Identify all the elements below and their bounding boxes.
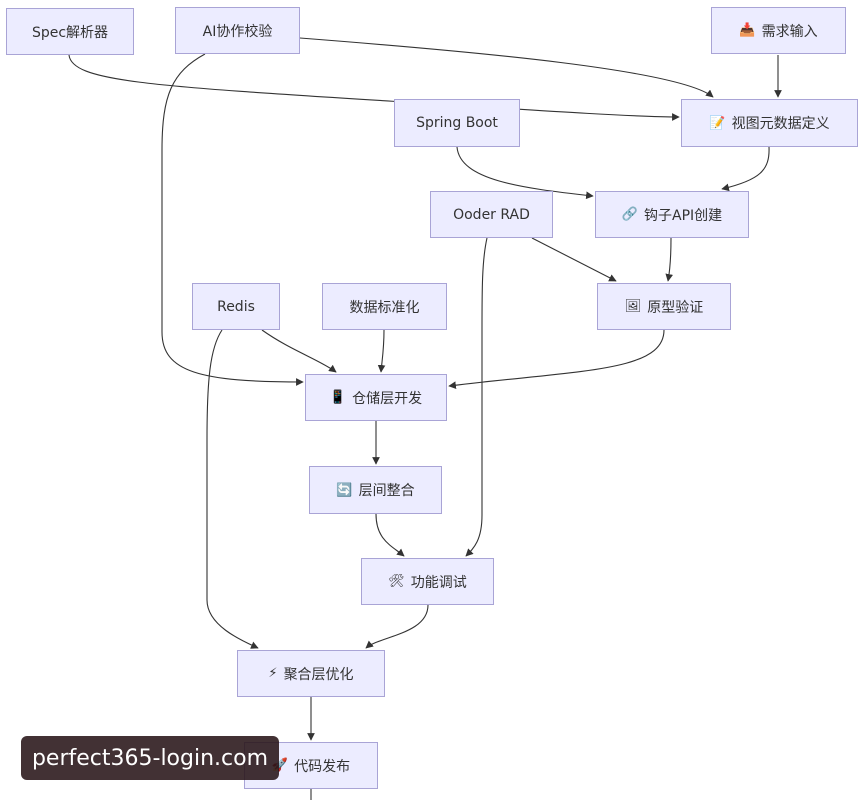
lightning-icon: ⚡ (268, 666, 278, 681)
edge-view-metadata-to-hook-api (721, 146, 770, 192)
edge-ooder-rad-to-prototype-verify (531, 237, 617, 282)
edge-ai-collab-to-repo-layer (161, 53, 304, 386)
edge-spring-boot-to-hook-api (456, 146, 594, 200)
node-label: 层间整合 (358, 483, 415, 499)
node-ai-collab-verify[interactable]: AI协作校验 (175, 7, 300, 54)
node-spring-boot[interactable]: Spring Boot (394, 99, 520, 147)
node-hook-api-creation[interactable]: 🔗 钩子API创建 (595, 191, 749, 238)
node-label: 聚合层优化 (283, 666, 354, 683)
node-repository-layer-dev[interactable]: 📱 仓储层开发 (305, 374, 447, 421)
node-label: 钩子API创建 (644, 207, 723, 224)
edge-ai-collab-to-view-metadata (299, 37, 714, 98)
node-view-metadata-definition[interactable]: 📝 视图元数据定义 (681, 99, 858, 147)
edge-hook-api-to-prototype-verify (665, 237, 674, 282)
node-label: 需求输入 (761, 23, 818, 40)
node-layer-integration[interactable]: 🔄 层间整合 (309, 466, 442, 514)
mobile-phone-icon: 📱 (329, 390, 347, 405)
edge-ooder-rad-to-func-debug (465, 237, 488, 557)
edge-spec-parser-to-view-metadata (68, 54, 680, 121)
node-prototype-verification[interactable]: 🖼 原型验证 (597, 283, 731, 330)
watermark-banner: perfect365-login.com (21, 736, 279, 780)
cycle-arrows-icon: 🔄 (336, 482, 353, 498)
node-spec-parser[interactable]: Spec解析器 (6, 8, 134, 55)
tools-icon: 🛠 (388, 574, 405, 589)
edge-data-normalize-to-repo-layer (377, 329, 386, 373)
node-label: 功能调试 (410, 574, 467, 591)
node-function-debugging[interactable]: 🛠 功能调试 (361, 558, 494, 605)
node-label: 代码发布 (294, 758, 351, 775)
edge-redis-to-aggregate-opt (206, 329, 259, 649)
node-label: Spring Boot (416, 115, 498, 131)
node-redis[interactable]: Redis (192, 283, 280, 330)
node-label: Ooder RAD (453, 206, 530, 223)
inbox-tray-icon: 📥 (739, 23, 756, 38)
node-label: Redis (217, 298, 255, 315)
node-label: 仓储层开发 (352, 390, 423, 407)
node-ooder-rad[interactable]: Ooder RAD (430, 191, 553, 238)
edge-redis-to-repo-layer (261, 329, 337, 373)
node-label: 数据标准化 (349, 299, 420, 316)
node-label: Spec解析器 (31, 24, 109, 41)
node-requirement-input[interactable]: 📥 需求输入 (711, 7, 846, 54)
edge-layer-integration-to-func-debug (375, 513, 405, 557)
link-icon: 🔗 (621, 207, 639, 222)
edge-prototype-verify-to-repo-layer (448, 329, 665, 389)
node-data-normalization[interactable]: 数据标准化 (322, 283, 447, 330)
framed-picture-icon: 🖼 (624, 299, 642, 314)
node-label: 视图元数据定义 (731, 116, 830, 132)
node-label: AI协作校验 (202, 23, 273, 40)
node-aggregate-layer-optimization[interactable]: ⚡ 聚合层优化 (237, 650, 385, 697)
memo-icon: 📝 (709, 115, 726, 131)
watermark-text: perfect365-login.com (31, 745, 269, 771)
node-label: 原型验证 (647, 299, 704, 316)
edge-func-debug-to-aggregate-opt (365, 604, 429, 649)
